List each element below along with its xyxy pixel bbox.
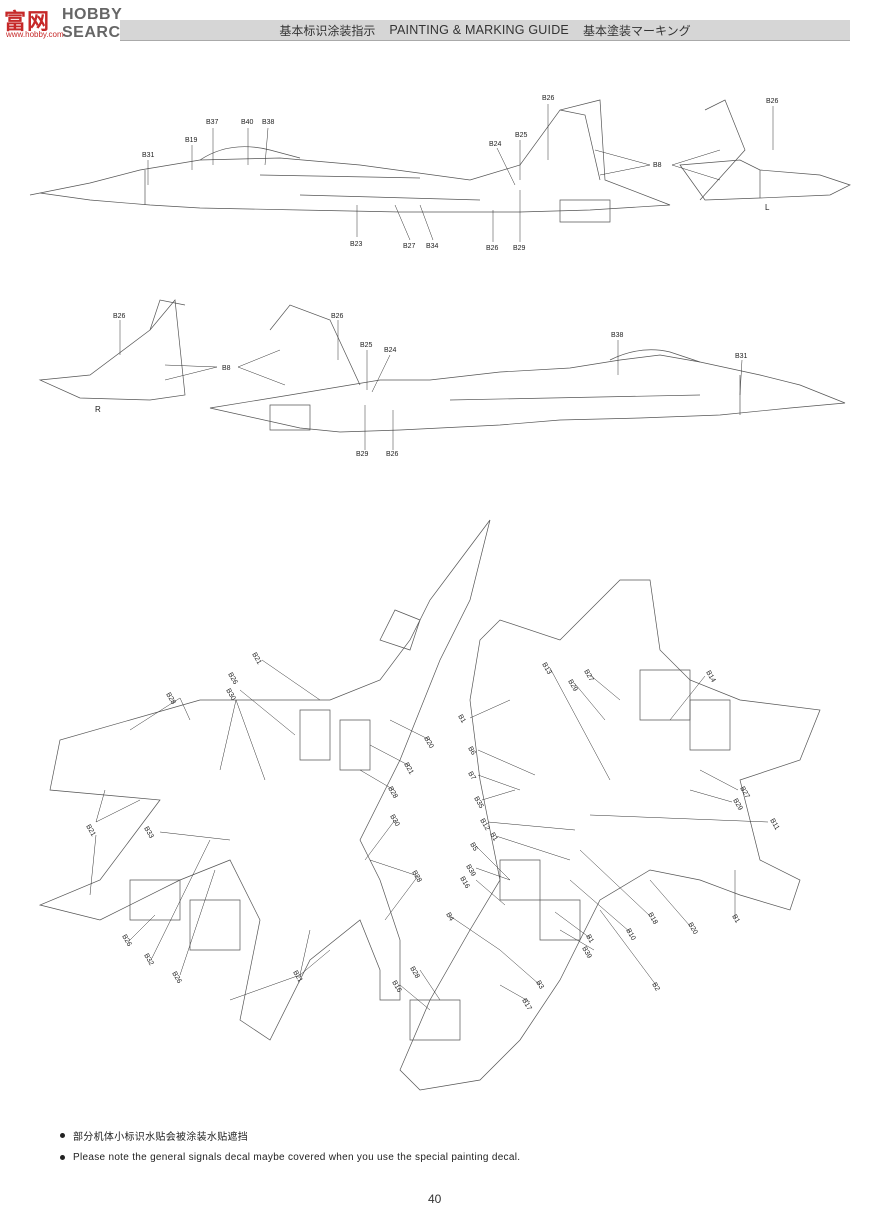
callout-r-b26-c: B26 (386, 451, 399, 458)
callout-l-b1-d: B1 (584, 934, 594, 945)
bullet-icon (60, 1133, 65, 1138)
callout-b26-a: B26 (542, 95, 555, 102)
callout-l-b20: B20 (686, 922, 698, 936)
callout-l-b27-a: B27 (582, 669, 594, 683)
callout-l-b1-c: B1 (730, 914, 740, 925)
note-text-cn: 部分机体小标识水贴会被涂装水贴遮挡 (73, 1132, 249, 1143)
callout-l-b18: B18 (646, 912, 658, 926)
callout-r-b8: B8 (222, 365, 231, 372)
left-side-view (29, 99, 671, 223)
callout-u-b33: B33 (142, 826, 154, 840)
callout-u-b21-c: B21 (84, 824, 96, 838)
callout-r-b26-a: B26 (113, 313, 126, 320)
callout-u-b21-a: B21 (250, 652, 262, 666)
callout-u-b30-b: B30 (388, 814, 400, 828)
callout-b31: B31 (142, 152, 155, 159)
page-header: 基本标识涂装指示 PAINTING & MARKING GUIDE 基本塗装マー… (120, 20, 850, 41)
callout-u-b28-a: B28 (164, 692, 176, 706)
callout-l-b1-a: B1 (456, 714, 466, 725)
note-item: Please note the general signals decal ma… (60, 1152, 840, 1163)
callout-b24: B24 (489, 141, 502, 148)
callout-u-b20: B20 (422, 736, 434, 750)
callout-l-b29-a: B29 (566, 679, 578, 693)
callout-u-b26-a: B26 (226, 672, 238, 686)
callout-r-b26-b: B26 (331, 313, 344, 320)
callout-b23: B23 (350, 241, 363, 248)
callout-l-b17: B17 (520, 998, 532, 1012)
callout-l-b39-b: B39 (580, 946, 592, 960)
callout-b26-c: B26 (486, 245, 499, 252)
callout-l-b11: B11 (768, 818, 780, 832)
callout-b8: B8 (653, 162, 662, 169)
callout-r-b38: B38 (611, 332, 624, 339)
right-side-view (209, 304, 846, 433)
callout-l-b12: B12 (478, 818, 490, 832)
callout-u-b28-c: B28 (410, 870, 422, 884)
callout-l-b14: B14 (704, 670, 716, 684)
callout-b29: B29 (513, 245, 526, 252)
callout-l-b4: B4 (444, 912, 454, 923)
callout-u-b21-b: B21 (402, 762, 414, 776)
side-label-left: L (765, 203, 770, 212)
callout-b27: B27 (403, 243, 416, 250)
header-title-en: PAINTING & MARKING GUIDE (389, 23, 569, 37)
callout-l-b16-a: B16 (458, 876, 470, 890)
callout-r-b29: B29 (356, 451, 369, 458)
fin-view-right (38, 299, 186, 401)
callout-r-b24: B24 (384, 347, 397, 354)
callout-l-b16-b: B16 (390, 980, 402, 994)
bullet-icon (60, 1155, 65, 1160)
callout-b25: B25 (515, 132, 528, 139)
note-item: 部分机体小标识水贴会被涂装水贴遮挡 (60, 1128, 840, 1143)
callout-r-b31: B31 (735, 353, 748, 360)
callout-l-b29-b: B29 (731, 798, 743, 812)
callout-b37: B37 (206, 119, 219, 126)
logo-mark: 富网 (4, 10, 51, 35)
header-title-cn: 基本标识涂装指示 (279, 23, 376, 38)
callout-l-b35: B35 (472, 796, 484, 810)
callout-b26-b: B26 (766, 98, 779, 105)
logo-brand: HOBBY SEARCH (62, 6, 133, 41)
callout-l-b7: B7 (466, 771, 476, 782)
hobby-search-logo: 富网 HOBBY SEARCH www.hobby.com (0, 0, 160, 41)
callout-u-b32: B32 (142, 953, 154, 967)
callout-b40: B40 (241, 119, 254, 126)
callout-u-b21-d: B21 (291, 970, 303, 984)
callout-l-b28: B28 (408, 966, 420, 980)
callout-u-b26-b: B26 (120, 934, 132, 948)
callout-r-b25: B25 (360, 342, 373, 349)
callout-l-b5: B5 (468, 842, 478, 853)
callout-l-b39-a: B39 (464, 864, 476, 878)
callout-l-b2: B2 (650, 982, 660, 993)
callout-l-b3: B3 (534, 980, 544, 991)
upper-view (38, 519, 491, 1041)
leader-lines (89, 104, 774, 1011)
callout-b34: B34 (426, 243, 439, 250)
fin-view-left (679, 99, 851, 201)
callout-l-b13: B13 (540, 662, 552, 676)
lower-view (399, 579, 821, 1091)
callout-l-b1-b: B1 (488, 832, 498, 843)
page-number: 40 (428, 1192, 442, 1206)
callout-b19: B19 (185, 137, 198, 144)
callout-u-b28-b: B28 (386, 786, 398, 800)
callout-l-b6: B6 (466, 746, 476, 757)
note-text-en: Please note the general signals decal ma… (73, 1152, 521, 1163)
callout-l-b10: B10 (624, 928, 636, 942)
callout-l-b27-b: B27 (738, 786, 750, 800)
notes-section: 部分机体小标识水贴会被涂装水贴遮挡 Please note the genera… (60, 1128, 840, 1172)
callout-b38: B38 (262, 119, 275, 126)
callout-labels: B26 B37 B40 B38 B19 B31 B25 B24 B8 B26 B… (84, 95, 780, 1012)
header-title-jp: 基本塗装マーキング (582, 23, 691, 38)
logo-url: www.hobby.com (6, 30, 64, 39)
side-label-right: R (95, 405, 101, 414)
